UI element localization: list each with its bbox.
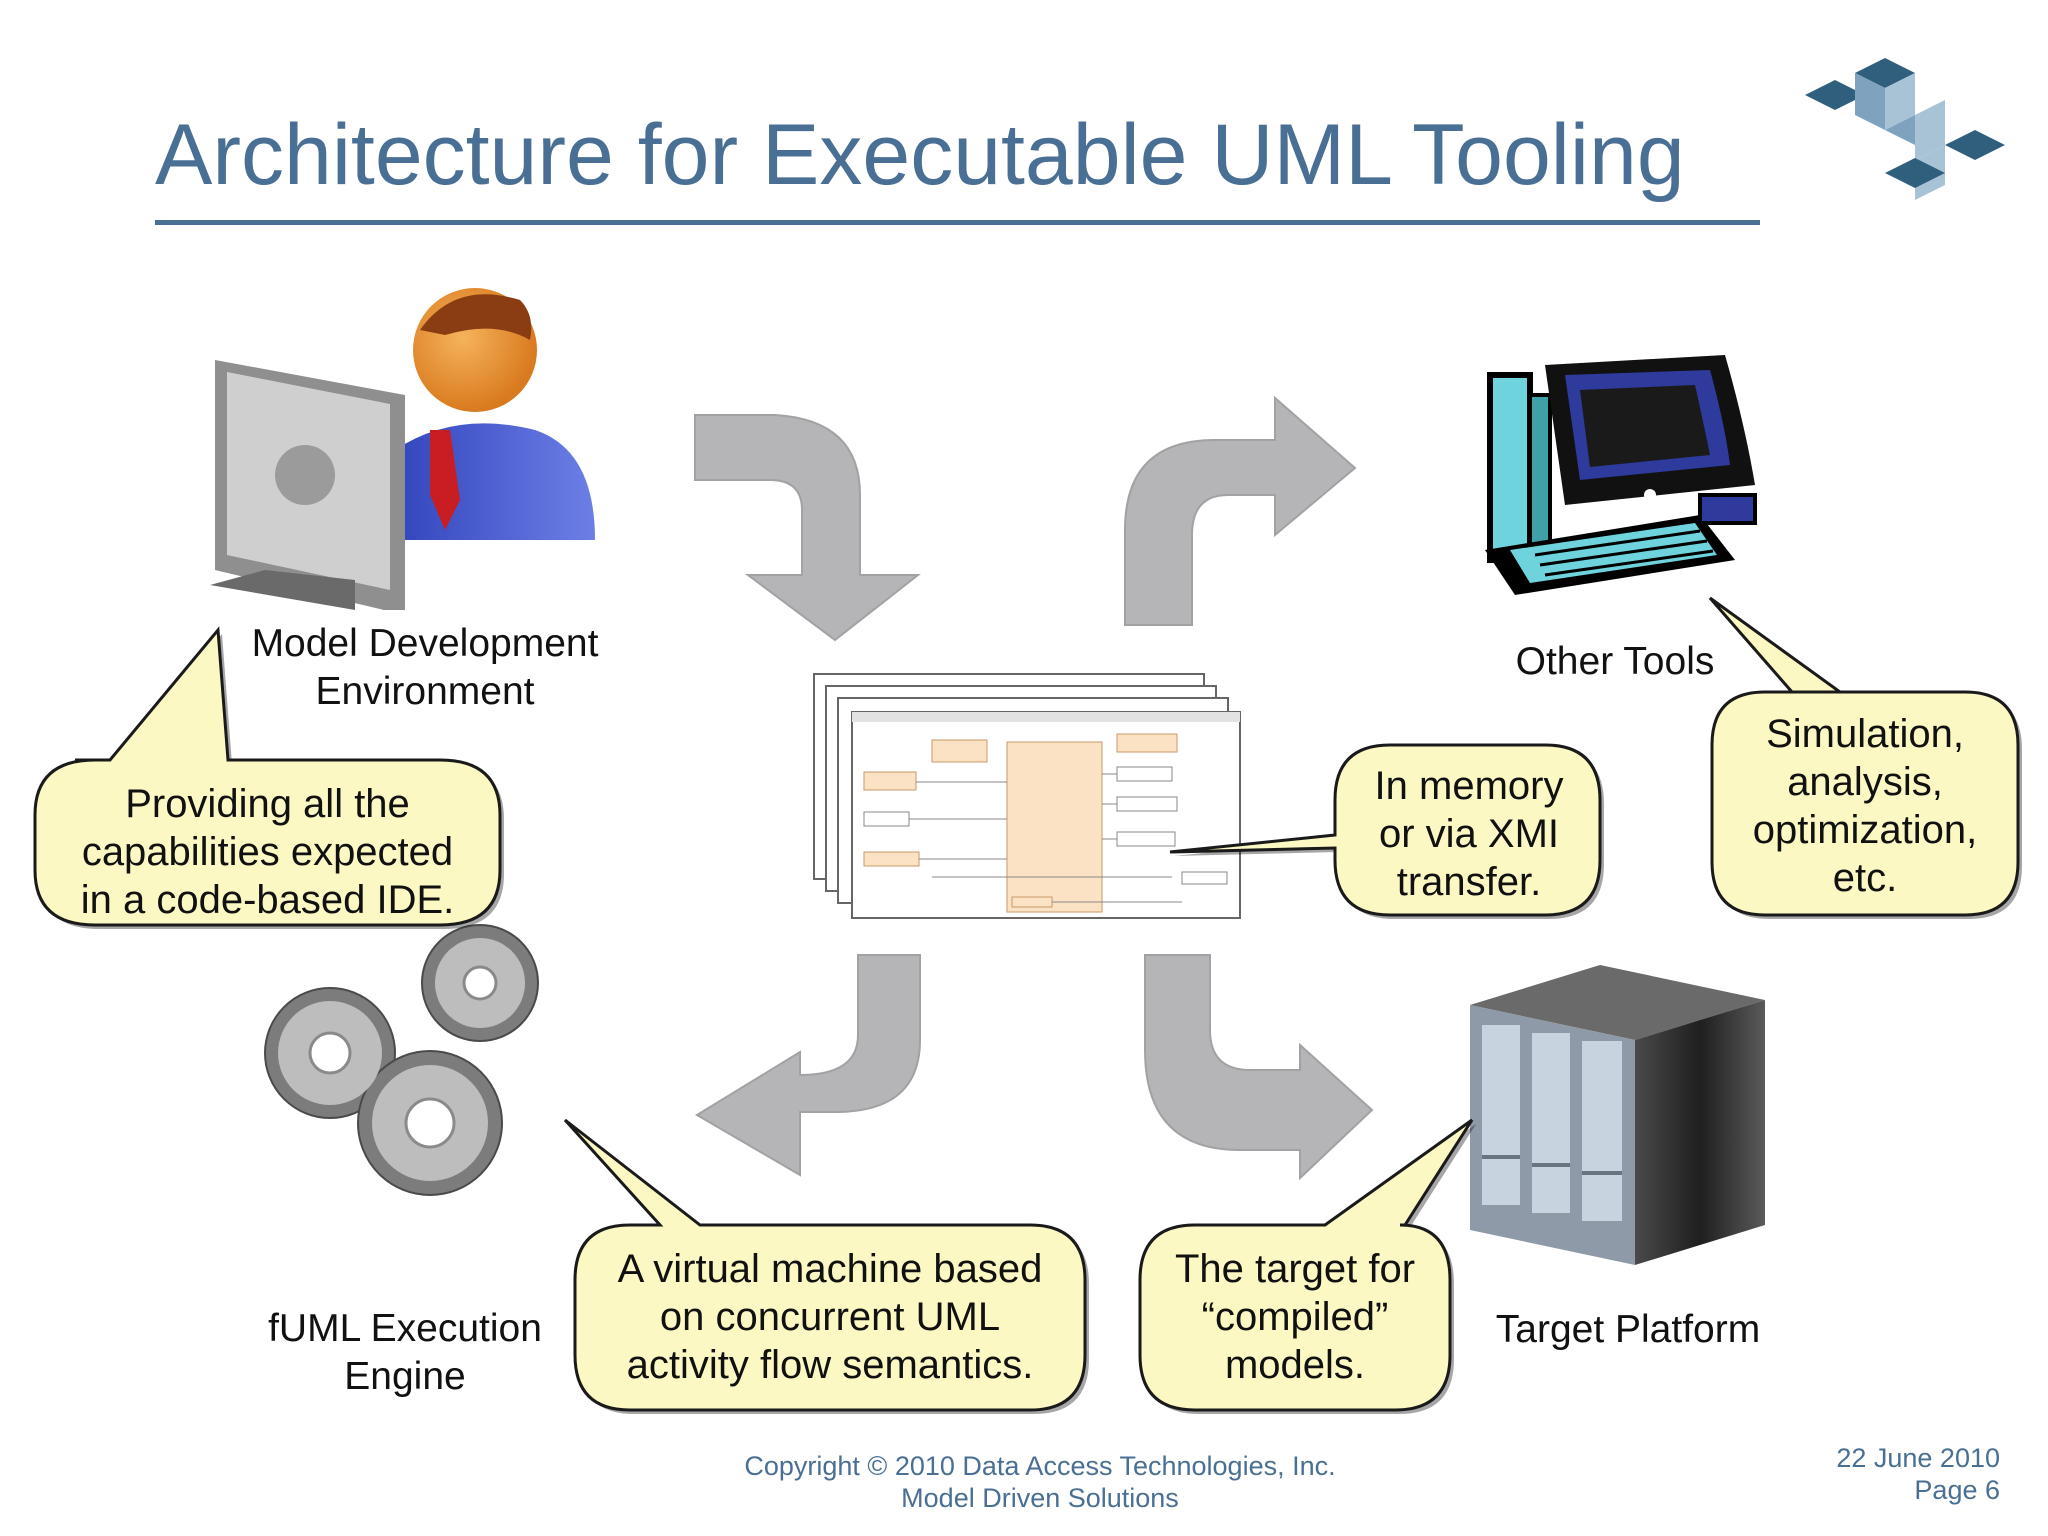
callout-compiled-line-3: models. — [1224, 1343, 1366, 1387]
person-at-computer-icon — [210, 288, 595, 610]
callout-ide-line-1: Providing all the — [125, 782, 410, 826]
callout-memory-line-3: transfer. — [1396, 860, 1542, 904]
footer-date: 22 June 2010 — [1836, 1443, 2000, 1473]
footer-copyright-block: Copyright © 2010 Data Access Technologie… — [640, 1450, 1440, 1514]
callout-memory: In memory or via XMI transfer. — [1340, 762, 1598, 906]
arrow-to-model — [694, 414, 921, 642]
callout-compiled-shape — [1138, 1118, 1474, 1412]
callout-simulation-line-2: analysis, — [1787, 760, 1943, 804]
callout-vm-line-1: A virtual machine based — [617, 1247, 1043, 1291]
arrow-to-fuml-engine — [695, 954, 921, 1177]
footer-page-number: Page 6 — [1914, 1475, 2000, 1505]
desktop-computer-icon — [1485, 355, 1757, 595]
callout-simulation-line-1: Simulation, — [1766, 712, 1964, 756]
footer-copyright: Copyright © 2010 Data Access Technologie… — [744, 1451, 1336, 1481]
title-underline — [155, 220, 1760, 225]
callout-vm-line-2: on concurrent UML — [659, 1295, 1001, 1339]
callout-ide: Providing all the capabilities expected … — [40, 780, 495, 924]
callout-simulation-line-3: optimization, — [1752, 808, 1978, 852]
callout-ide-line-2: capabilities expected — [81, 830, 454, 874]
gears-icon — [264, 924, 539, 1196]
callout-simulation-line-4: etc. — [1832, 856, 1898, 900]
fuml-engine-label-line-1: fUML Execution — [268, 1307, 542, 1350]
arrow-to-other-tools — [1124, 395, 1357, 626]
callout-compiled-line-2: “compiled” — [1201, 1295, 1389, 1339]
page-title: Architecture for Executable UML Tooling — [155, 107, 1685, 203]
callout-compiled-line-1: The target for — [1174, 1247, 1416, 1291]
callout-memory-shape — [1169, 743, 1602, 917]
callout-ide-shape — [33, 626, 502, 927]
callout-memory-line-2: or via XMI — [1378, 812, 1560, 856]
model-env-label: Model Development Environment — [220, 620, 630, 716]
model-env-label-line-2: Environment — [315, 670, 535, 713]
callout-ide-line-3: in a code-based IDE. — [80, 878, 455, 922]
fuml-engine-label: fUML Execution Engine — [240, 1305, 570, 1401]
server-rack-icon — [1470, 965, 1765, 1265]
arrow-to-target-platform — [1144, 954, 1374, 1181]
callout-vm: A virtual machine based on concurrent UM… — [580, 1245, 1080, 1389]
callout-memory-line-1: In memory — [1374, 764, 1564, 808]
callout-compiled: The target for “compiled” models. — [1145, 1245, 1445, 1389]
target-platform-label: Target Platform — [1495, 1308, 1761, 1351]
callout-vm-line-3: activity flow semantics. — [626, 1343, 1034, 1387]
company-logo-icon — [1805, 58, 2005, 200]
callout-vm-shape — [563, 1118, 1087, 1412]
footer-meta-block: 22 June 2010 Page 6 — [1700, 1442, 2000, 1506]
uml-diagram-stack-icon — [813, 673, 1241, 919]
footer-tagline: Model Driven Solutions — [901, 1483, 1179, 1513]
fuml-engine-label-line-2: Engine — [344, 1355, 466, 1398]
model-env-label-line-1: Model Development — [251, 622, 599, 665]
callout-simulation: Simulation, analysis, optimization, etc. — [1715, 710, 2015, 902]
other-tools-label: Other Tools — [1515, 640, 1715, 683]
callout-simulation-shape — [1708, 596, 2020, 917]
